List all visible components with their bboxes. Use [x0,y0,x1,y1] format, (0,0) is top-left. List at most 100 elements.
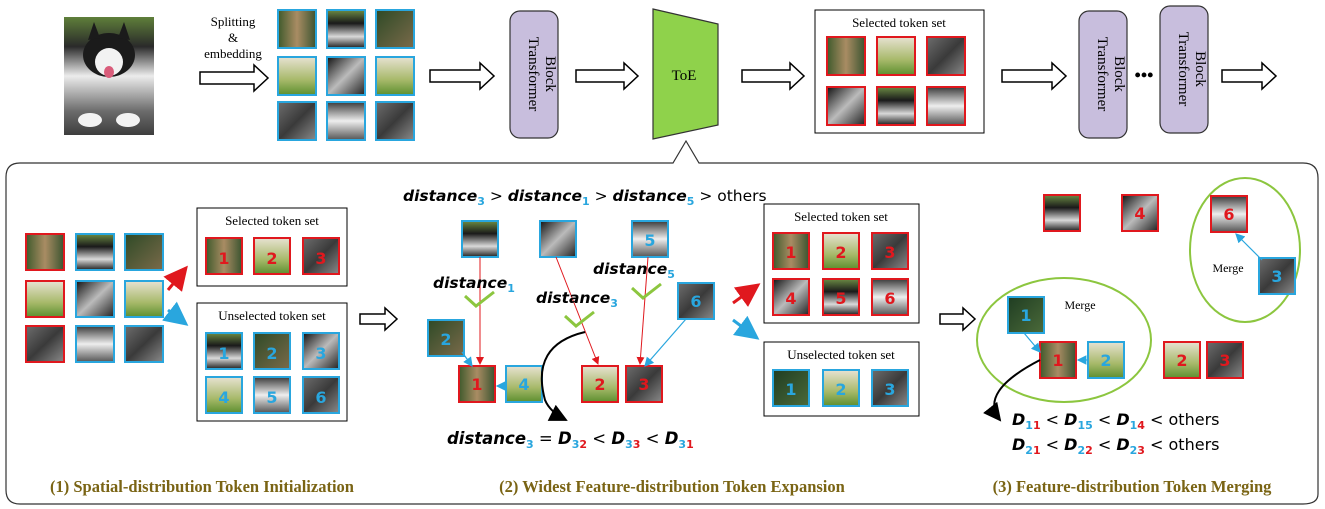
check-icon [630,282,662,300]
panel2-unselected-set: Unselected token set 1 2 3 [763,341,920,417]
svg-text:1: 1 [785,243,796,262]
svg-text:&: & [228,30,238,45]
svg-text:3: 3 [1271,267,1282,286]
merge-equation-1: D11 < D15 < D14 < others [1012,410,1219,432]
panel1-patch-grid [25,233,164,363]
transformer-block-3: Transformer Block [1159,5,1209,134]
patch-grid [277,9,415,141]
toe-module: ToE [652,8,719,140]
svg-text:2: 2 [835,243,846,262]
token-face-merge [1043,194,1081,232]
svg-text:3: 3 [1219,351,1230,370]
svg-text:2: 2 [1176,351,1187,370]
svg-text:5: 5 [266,388,277,407]
curved-arrow [540,331,586,421]
transformer-block-1: Transformer Block [509,10,559,139]
distance-line [636,256,649,365]
panel2-selected-set: Selected token set 1 2 3 4 5 6 [763,203,920,324]
panel1-unselected-set: Unselected token set 1 2 3 4 5 6 [196,302,348,422]
blue-arrow [162,301,189,326]
svg-text:1: 1 [218,344,229,363]
token-5 [631,220,669,258]
svg-text:4: 4 [785,289,796,308]
svg-text:4: 4 [1134,204,1145,223]
svg-text:Transformer: Transformer [1094,37,1110,111]
svg-text:3: 3 [315,249,326,268]
assign-line [461,351,473,367]
distance-5-label: distance5 [593,260,675,281]
hollow-arrow [741,61,806,91]
svg-text:1: 1 [785,380,796,399]
token-4-blue [505,365,543,403]
panel2-caption: (2) Widest Feature-distribution Token Ex… [499,477,845,496]
hollow-arrow [199,63,270,93]
svg-text:4: 4 [218,388,229,407]
svg-text:2: 2 [594,375,605,394]
distance-ordering: distance3 > distance1 > distance5 > othe… [403,187,767,208]
token-fur [539,220,577,258]
top-selected-token-set: Selected token set [814,9,985,134]
ellipsis: ••• [1135,65,1154,85]
assign-line [644,318,687,367]
svg-text:Selected token set: Selected token set [794,209,888,224]
merge-ellipse [976,277,1152,403]
panel1-caption: (1) Spatial-distribution Token Initializ… [50,477,354,496]
hollow-arrow [359,306,399,332]
hollow-arrow [575,61,640,91]
token-face [461,220,499,258]
svg-text:2: 2 [835,380,846,399]
svg-text:2: 2 [266,249,277,268]
token-1-red [458,365,496,403]
hollow-arrow [1221,61,1278,91]
token-2-blue [427,319,465,357]
svg-text:Unselected token set: Unselected token set [218,308,326,323]
merge-label: Merge [1064,298,1095,312]
top-row: Splitting & embedding Transformer Block [64,5,1278,141]
check-icon [563,310,595,328]
blue-arrow [732,315,760,340]
panel-1: Selected token set 1 2 3 Unselected toke… [25,207,354,496]
panel1-selected-set: Selected token set 1 2 3 [196,207,348,287]
splitting-label: Splitting & embedding [204,14,262,61]
check-icon [463,290,495,308]
svg-text:6: 6 [884,289,895,308]
svg-text:1: 1 [1020,306,1031,325]
svg-text:embedding: embedding [204,46,262,61]
svg-text:3: 3 [315,344,326,363]
distance-line [555,256,600,365]
svg-text:Block: Block [1192,51,1208,87]
distance-equation: distance3 = D32 < D33 < D31 [447,429,694,451]
svg-text:2: 2 [1100,351,1111,370]
merge-label: Merge [1212,261,1243,275]
detail-panel [5,139,1319,505]
svg-text:3: 3 [884,243,895,262]
panel3-caption: (3) Feature-distribution Token Merging [993,477,1273,496]
hollow-arrow [939,306,977,332]
curved-arrow [983,359,1041,422]
svg-text:1: 1 [218,249,229,268]
svg-text:1: 1 [1052,351,1063,370]
svg-text:3: 3 [884,380,895,399]
svg-text:6: 6 [315,388,326,407]
svg-text:ToE: ToE [672,68,697,84]
panel-2: distance3 > distance1 > distance5 > othe… [403,187,920,496]
svg-text:2: 2 [440,330,451,349]
svg-text:Block: Block [1111,56,1127,92]
svg-text:Splitting: Splitting [211,14,256,29]
svg-text:Block: Block [542,56,558,92]
token-6 [677,282,715,320]
red-arrow [163,265,188,292]
distance-1-label: distance1 [433,274,515,295]
svg-text:Transformer: Transformer [525,37,541,111]
panel-3: 4 6 3 Merge Merge 1 1 2 2 3 D11 < D15 < … [976,177,1301,496]
token-4-merge [1121,194,1159,232]
hollow-arrow [1001,61,1068,91]
svg-text:Selected token set: Selected token set [225,213,319,228]
svg-text:1: 1 [471,375,482,394]
hollow-arrow [429,61,496,91]
svg-text:5: 5 [644,231,655,250]
distance-3-label: distance3 [536,289,618,310]
svg-text:4: 4 [518,375,529,394]
svg-text:2: 2 [266,344,277,363]
